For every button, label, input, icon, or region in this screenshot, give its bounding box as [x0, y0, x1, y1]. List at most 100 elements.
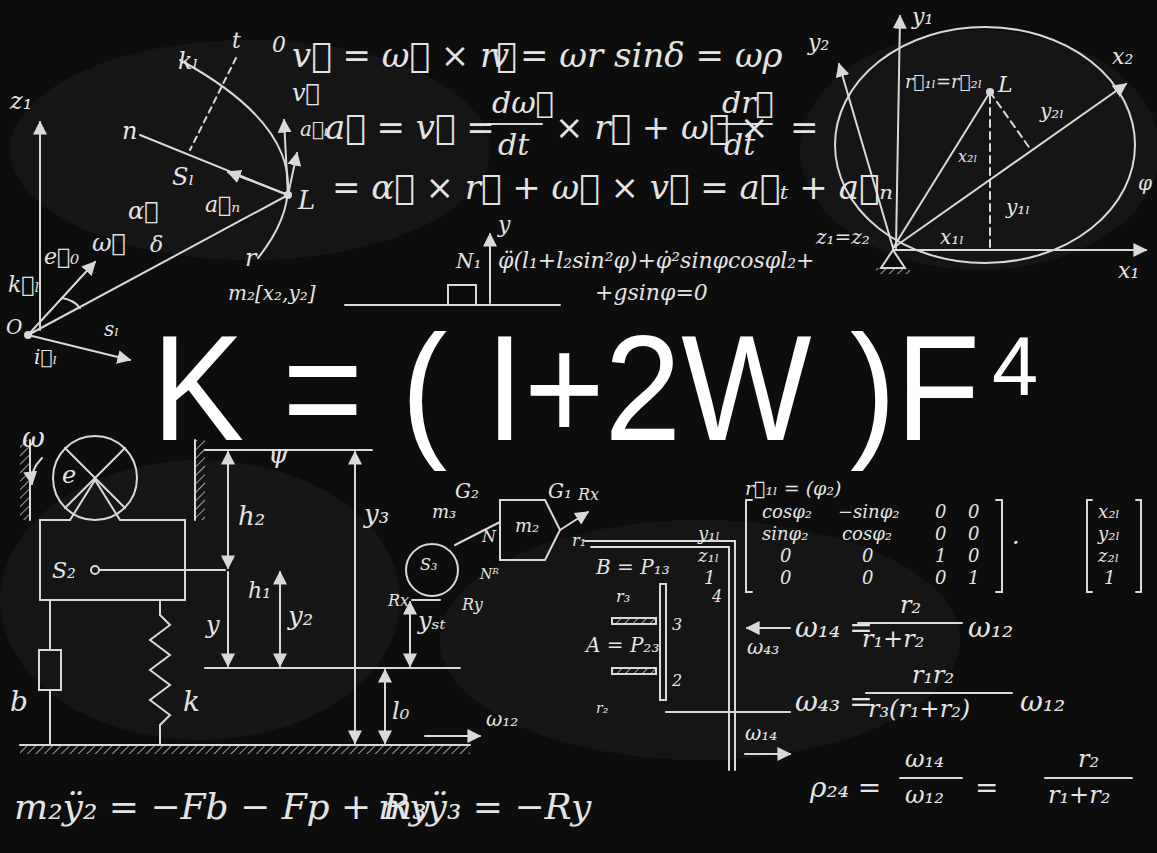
chalk-label: 0 [968, 502, 979, 523]
smudge [800, 30, 1157, 270]
chalk-label: = [790, 108, 819, 147]
angle-arc [62, 298, 80, 308]
gear-train [585, 541, 790, 770]
chalk-label: y₁ [912, 4, 933, 29]
ground-hatch [20, 745, 470, 754]
gear-shaft [660, 584, 666, 700]
chalk-label: r⃗₁ₗ=r⃗₂ₗ [905, 72, 982, 93]
fraction-bar [1045, 777, 1132, 779]
rotation-arrow [747, 627, 790, 629]
chalk-label: α⃗ [128, 198, 159, 226]
chalk-label: h₁ [248, 578, 271, 603]
chalk-label: 0 [862, 546, 873, 567]
slider-block [448, 285, 476, 305]
chalk-label: = α⃗ × r⃗ + ω⃗ × v⃗ = a⃗ₜ + a⃗ₙ [332, 168, 893, 207]
chalk-label: yₛₜ [418, 608, 446, 636]
axis-line [489, 234, 491, 303]
dimension-line [384, 670, 386, 743]
frame-line [585, 541, 735, 770]
reference-line [412, 599, 440, 601]
chalk-label: A = P₂₃ [586, 634, 659, 657]
cam-wheel [53, 436, 137, 520]
normal-accel-vector [228, 172, 288, 195]
chalk-label: cosφ₂ [762, 502, 812, 523]
chalk-label: a⃗ₙ [205, 192, 240, 217]
rotation-arrow [745, 753, 790, 755]
axis-line [893, 84, 1126, 248]
chalk-label: y [498, 212, 510, 237]
chalk-label: 0 [272, 32, 286, 57]
chalk-label: r₃ [616, 588, 630, 606]
chalk-label: 3 [672, 616, 682, 634]
chalk-label: S₃ [420, 556, 437, 574]
chalk-label: r₁r₂ [912, 662, 954, 690]
chalk-label: y [206, 612, 220, 640]
axis-line [893, 249, 1146, 251]
chalk-label: +gsinφ=0 [595, 280, 708, 305]
chalk-label: 0 [968, 546, 979, 567]
smudge [440, 520, 960, 760]
gear-plate [612, 618, 656, 624]
dimension-line [279, 572, 281, 666]
chalk-label: m₂ [515, 516, 539, 537]
chalk-label: L [298, 186, 315, 216]
chalk-label: dr⃗ [722, 86, 774, 121]
chalk-label: a⃗ = v⃗ = [325, 108, 495, 147]
chalk-label: n [122, 118, 137, 146]
chalk-label: b [10, 686, 28, 718]
chalk-label: sₗ [104, 318, 119, 341]
chalk-label: r⃗₁ₗ = (φ₂) [745, 478, 841, 500]
pivot-support [881, 250, 905, 268]
bracket [1136, 500, 1141, 592]
chalk-label: 0 [862, 568, 873, 589]
chalk-label: y₁ₗ [1006, 196, 1030, 219]
chalk-label: r₂ [596, 700, 608, 716]
chalk-label: 0 [968, 524, 979, 545]
chalk-label: 0 [780, 568, 791, 589]
chalk-label: v = ωr sinδ = ωρ [490, 36, 783, 75]
chalk-label: dt [724, 128, 755, 163]
chalk-label: Sₗ [172, 164, 194, 192]
chalk-label: cosφ₂ [842, 524, 892, 545]
dimension-line [227, 572, 229, 666]
matrix-brackets [746, 500, 1141, 592]
chalk-label: y₂ [808, 30, 829, 55]
chalk-label: G₁ [548, 480, 572, 503]
chalk-label: z₁=z₂ [816, 226, 870, 249]
tangent-accel-vector [288, 153, 297, 195]
chalk-smudges [0, 30, 1157, 760]
chalk-label: y₂ₗ [1098, 524, 1120, 545]
chalk-label: kₗ [178, 48, 198, 76]
chalk-label: 1 [968, 568, 979, 589]
chalk-label: N [482, 528, 496, 546]
point-dot [285, 192, 291, 198]
chalk-label: t [232, 28, 241, 53]
chalk-label: v⃗ = ω⃗ × r⃗ [292, 36, 517, 75]
fraction-bar [858, 622, 962, 624]
chalk-label: ω₄₃ = [795, 686, 873, 718]
velocity-vector [284, 120, 288, 195]
fraction-bar [900, 777, 962, 779]
chalk-label: r [245, 245, 256, 273]
chalk-label: N₁ [456, 250, 482, 273]
chalk-label: v⃗ [292, 80, 320, 108]
dimension-line [409, 602, 411, 666]
chalk-label: m₃ [432, 502, 456, 523]
chalk-label: ω₁₄ = [795, 612, 873, 644]
damper-rod [49, 690, 51, 745]
bracket [746, 500, 752, 592]
chalk-label: k [183, 686, 200, 718]
chalk-label: m₂[x₂,y₂] [228, 282, 316, 305]
chalk-label: 0 [935, 568, 946, 589]
chalk-label: δ [150, 232, 163, 257]
chalk-label: 0 [935, 524, 946, 545]
chalk-label: 0 [935, 502, 946, 523]
spring-symbol [150, 600, 170, 745]
chalk-label: h₂ [238, 502, 265, 532]
chalk-label: dt [498, 128, 529, 163]
chalk-label: m₂ÿ₂ = −Fb − Fp + Ry [14, 786, 430, 827]
chalk-label: Rx [388, 592, 409, 610]
damper-rod [49, 600, 51, 650]
dimension-line [227, 452, 229, 568]
